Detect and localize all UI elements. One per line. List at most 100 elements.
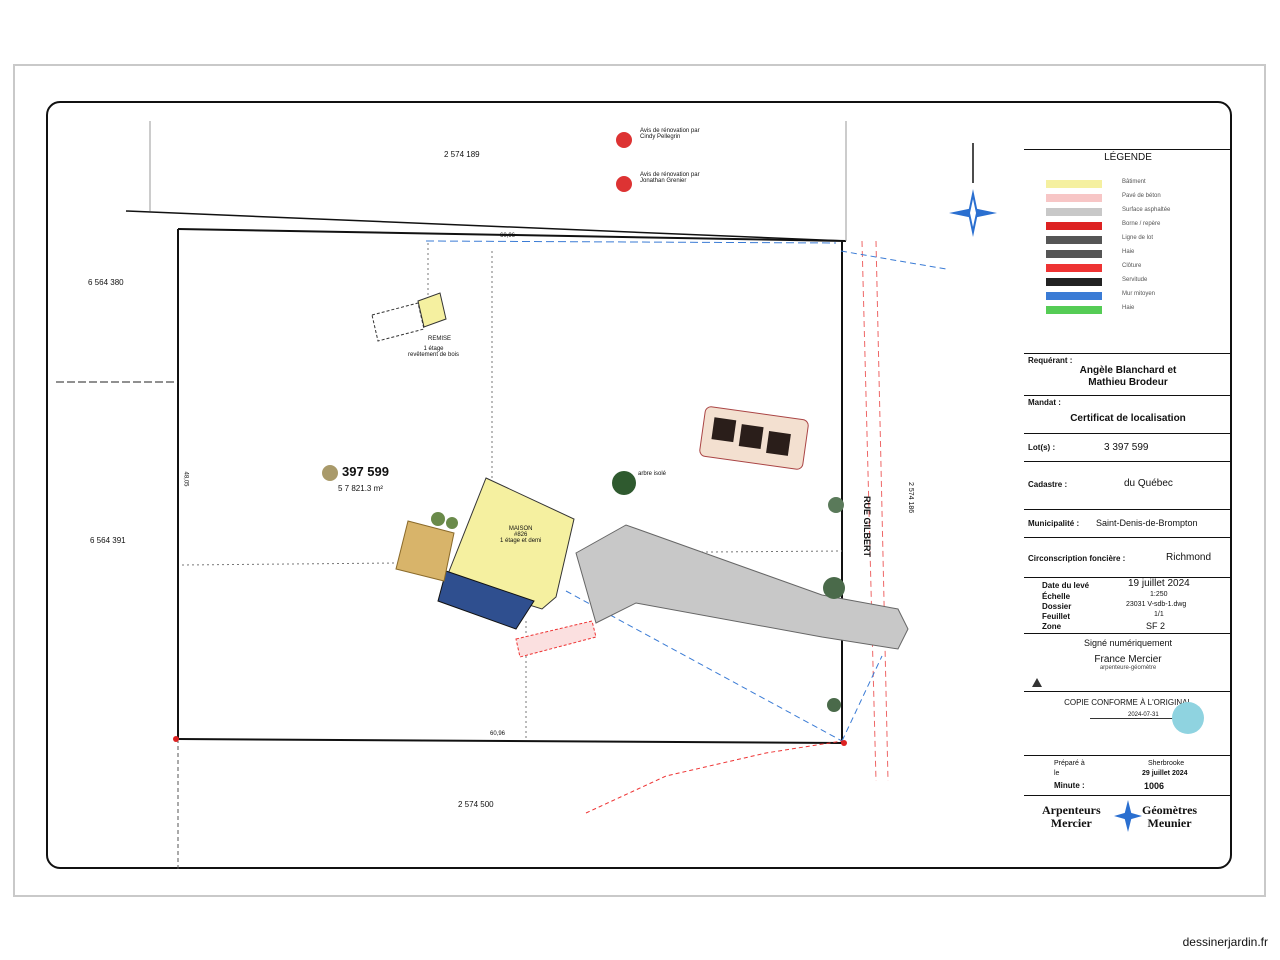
legend-symbol: [1046, 306, 1102, 314]
cadastre-label: Cadastre :: [1028, 480, 1068, 489]
legend-item: Mur mitoyen: [1024, 290, 1232, 304]
copy-title: COPIE CONFORME À L'ORIGINAL: [1064, 698, 1192, 707]
mandat-value: Certificat de localisation: [1070, 413, 1186, 424]
prepared-label: Préparé à: [1054, 760, 1085, 767]
mandat-label: Mandat :: [1028, 398, 1061, 407]
remise: [417, 292, 447, 328]
firm-left: Arpenteurs Mercier: [1042, 803, 1101, 830]
firm-right: Géomètres Meunier: [1142, 803, 1198, 830]
legend-item: Borne / repère: [1024, 220, 1232, 234]
circonscription-label: Circonscription foncière :: [1028, 554, 1126, 563]
stamp-note-2: Avis de rénovation par Jonathan Grenier: [640, 172, 700, 184]
prepared-value: Sherbrooke: [1148, 760, 1185, 767]
legend-symbol: [1046, 222, 1102, 230]
legend-label: Bâtiment: [1122, 179, 1146, 185]
date-label: Date du levé: [1042, 581, 1090, 590]
legend-label: Haie: [1122, 249, 1135, 255]
legend-label: Surface asphaltée: [1122, 207, 1171, 213]
circonscription-value: Richmond: [1166, 552, 1212, 563]
lots-value: 3 397 599: [1104, 442, 1149, 453]
legend-item: Pavé de béton: [1024, 192, 1232, 206]
legend-label: Clôture: [1122, 263, 1142, 269]
minute-label: Minute :: [1054, 781, 1085, 790]
requerant-label: Requérant :: [1028, 356, 1073, 365]
label-lot-north: 2 574 189: [444, 150, 480, 159]
feuillet-value: 1/1: [1154, 611, 1164, 618]
signer-name: France Mercier: [1094, 654, 1162, 665]
dim-top: 60,96: [500, 233, 516, 239]
driveway: [575, 524, 909, 650]
signe-label: Signé numériquement: [1083, 638, 1173, 648]
legend-item: Servitude: [1024, 276, 1232, 290]
legend-label: Pavé de béton: [1122, 193, 1161, 199]
copy-section: COPIE CONFORME À L'ORIGINAL 2024-07-31: [1024, 691, 1232, 755]
legend-item: Clôture: [1024, 262, 1232, 276]
legend-symbol: [1046, 180, 1102, 188]
cadastre-section: Cadastre : du Québec: [1024, 461, 1232, 509]
legend-symbol: [1046, 194, 1102, 202]
legend-label: Haie: [1122, 305, 1135, 311]
north-arrow-icon: [949, 143, 997, 237]
cadastre-value: du Québec: [1124, 478, 1173, 489]
copy-date: 2024-07-31: [1128, 712, 1159, 718]
legend-label: Ligne de lot: [1122, 235, 1154, 241]
dim-left: 48,05: [182, 471, 189, 487]
tree: [612, 471, 636, 495]
drawing-sheet: [13, 64, 1266, 897]
legend-symbol: [1046, 278, 1102, 286]
legend-item: Haie: [1024, 248, 1232, 262]
remise-desc: 1 étage revêtement de bois: [408, 346, 460, 358]
warning-icon: [1032, 678, 1042, 687]
municipalite-section: Municipalité : Saint-Denis-de-Brompton: [1024, 509, 1232, 537]
circonscription-section: Circonscription foncière : Richmond: [1024, 537, 1232, 577]
municipalite-value: Saint-Denis-de-Brompton: [1096, 518, 1198, 528]
lot-top-line: [177, 228, 847, 242]
deck: [395, 520, 455, 582]
echelle-value: 1:250: [1150, 591, 1168, 598]
zone-label: Zone: [1042, 622, 1062, 631]
legend-item: Bâtiment: [1024, 178, 1232, 192]
date-value: 19 juillet 2024: [1128, 578, 1190, 589]
legend-symbol: [1046, 264, 1102, 272]
top-road-line: [125, 210, 847, 242]
site-plan: [56, 121, 997, 869]
municipalite-label: Municipalité :: [1028, 519, 1080, 528]
dossier-value: 23031 V-sdb-1.dwg: [1126, 601, 1187, 608]
lot-number: 397 599: [342, 464, 389, 479]
signer-role: arpenteure-géomètre: [1099, 665, 1157, 671]
house: [445, 477, 575, 610]
requerant-section: Requérant : Angèle Blanchard et Mathieu …: [1024, 353, 1232, 395]
legend-label: Mur mitoyen: [1122, 291, 1156, 297]
pool: [437, 570, 535, 630]
legend-item: Ligne de lot: [1024, 234, 1232, 248]
lot-bottom-line: [177, 738, 843, 744]
stamp-note-1: Avis de rénovation par Cindy Pellegrin: [640, 128, 700, 140]
label-lot-west-top: 6 564 380: [88, 278, 124, 287]
prepared-section: Préparé à Sherbrooke le 29 juillet 2024 …: [1024, 755, 1232, 795]
zone-value: SF 2: [1146, 621, 1166, 631]
label-lot-west-mid: 6 564 391: [90, 536, 126, 545]
minute-value: 1006: [1144, 781, 1165, 791]
legend-symbol: [1046, 250, 1102, 258]
lots-section: Lot(s) : 3 397 599: [1024, 433, 1232, 461]
dossier-label: Dossier: [1042, 602, 1072, 611]
drawing-frame: [46, 101, 1232, 869]
firm-section: Arpenteurs Mercier Géomètres Meunier: [1024, 795, 1232, 867]
lot-area: 5 7 821.3 m²: [338, 484, 383, 493]
legend-label: Servitude: [1122, 277, 1148, 283]
feuillet-label: Feuillet: [1042, 612, 1071, 621]
copy-signature-line: [1090, 718, 1180, 719]
requerant-value: Angèle Blanchard et Mathieu Brodeur: [1079, 365, 1177, 388]
house-label: MAISON #826 1 étage et demi: [500, 526, 542, 544]
meta-section: Date du levé 19 juillet 2024 Échelle 1:2…: [1024, 577, 1232, 633]
label-lot-south: 2 574 500: [458, 800, 494, 809]
lot-bullet: [322, 465, 338, 481]
stamp-icon-2: [616, 176, 632, 192]
firm-compass-icon: [1114, 800, 1142, 832]
mandat-section: Mandat : Certificat de localisation: [1024, 395, 1232, 433]
legend-symbol: [1046, 236, 1102, 244]
remise-label: REMISE: [428, 336, 452, 342]
le-value: 29 juillet 2024: [1142, 770, 1188, 777]
